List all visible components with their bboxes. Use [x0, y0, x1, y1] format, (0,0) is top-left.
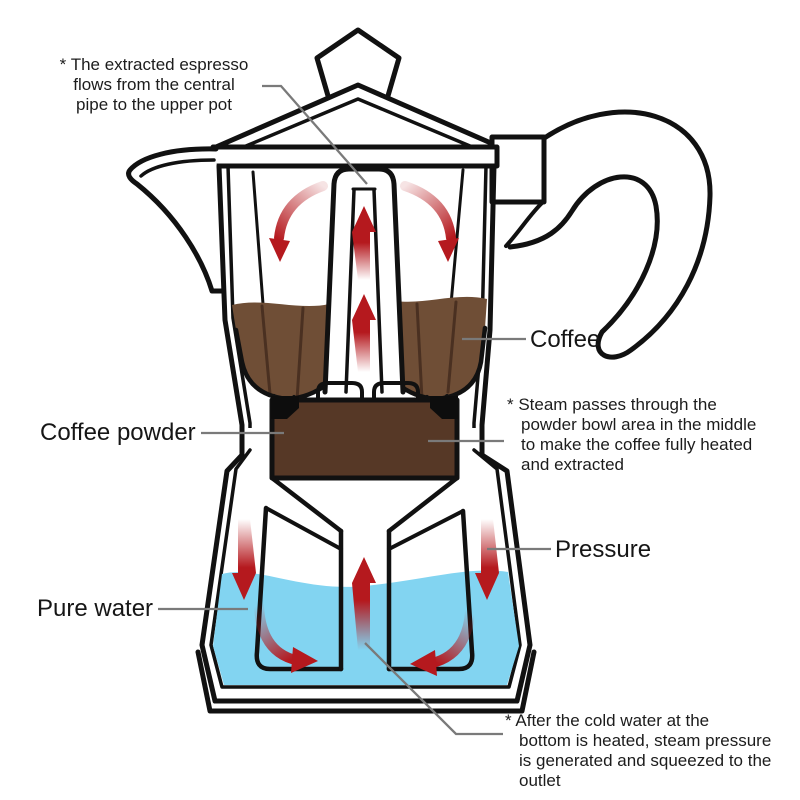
- leader-espresso: [262, 84, 368, 185]
- annotation-line: flows from the central: [73, 75, 235, 94]
- annotation-espresso-flow: * The extracted espresso flows from the …: [30, 55, 278, 115]
- label-coffee-powder: Coffee powder: [40, 419, 196, 446]
- basket-arch-left: [316, 381, 364, 403]
- upper-pot-rim: [210, 144, 500, 169]
- label-pressure: Pressure: [555, 536, 652, 563]
- annotation-line: and extracted: [521, 455, 625, 474]
- label-coffee: Coffee: [530, 326, 601, 353]
- spout-inner-line: [139, 158, 216, 178]
- coffee-spill-arrowhead-right: [438, 238, 459, 262]
- coffee-facet-line: [415, 302, 424, 401]
- water-swirl-arrow-right: [431, 607, 475, 667]
- coffee-spill-arrow-left: [274, 181, 328, 243]
- funnel-cone-left: [269, 475, 344, 534]
- coffee-fill-left: [232, 302, 329, 399]
- powder-basket: [269, 397, 460, 481]
- funnel-skirt-right: [386, 508, 475, 672]
- steam-rise-arrow: [352, 557, 376, 650]
- basket-tab-right: [430, 396, 458, 419]
- annotation-steam: * Steam passes through the powder bowl a…: [507, 395, 756, 475]
- basket-arch-right: [372, 381, 420, 403]
- coffee-spill-arrowhead-left: [269, 238, 290, 262]
- handle: [507, 109, 713, 360]
- pressure-down-arrow-left: [232, 519, 256, 600]
- water-swirl-arrow-left: [254, 601, 297, 664]
- pressure-down-arrow-right: [475, 519, 499, 600]
- annotation-line: is generated and squeezed to the: [519, 751, 772, 770]
- water-swirl-arrowhead-left: [291, 647, 318, 673]
- basket-tab-left: [271, 396, 299, 419]
- annotation-line: * Steam passes through the: [507, 395, 717, 414]
- label-pure-water: Pure water: [37, 595, 154, 622]
- annotation-line: pipe to the upper pot: [76, 95, 232, 114]
- annotation-line: powder bowl area in the middle: [521, 415, 757, 434]
- coffee-facet-line: [446, 300, 458, 394]
- central-pipe: [322, 166, 406, 395]
- coffee-spill-arrow-right: [400, 181, 456, 243]
- water-swirl-arrowhead-right: [410, 650, 437, 676]
- coffee-facet-line: [295, 306, 305, 402]
- lid-inner-line: [244, 97, 472, 148]
- annotation-line: outlet: [519, 771, 561, 790]
- leader-outlet: [364, 642, 503, 736]
- espresso-up-arrow: [352, 206, 376, 280]
- funnel-cone-right: [386, 475, 460, 534]
- handle-connector: [489, 134, 547, 205]
- annotation-line: bottom is heated, steam pressure: [519, 731, 772, 750]
- spout: [126, 146, 225, 294]
- central-pipe-inner-right: [372, 188, 384, 394]
- central-pipe-inner-left: [344, 188, 356, 394]
- lower-chamber-inner-wall: [209, 448, 522, 689]
- annotation-line: * The extracted espresso: [59, 55, 249, 74]
- pot-bottom-outline: [195, 649, 537, 714]
- espresso-up-arrow: [352, 294, 376, 372]
- funnel-cone-right-inner: [387, 509, 465, 551]
- funnel-cone-left-inner: [264, 506, 343, 551]
- funnel-skirt-left: [254, 505, 344, 672]
- annotation-line: * After the cold water at the: [505, 711, 710, 730]
- handle-joint-line: [504, 200, 545, 248]
- annotation-outlet: * After the cold water at the bottom is …: [505, 711, 771, 791]
- coffee-facet-line: [260, 304, 272, 396]
- annotation-line: to make the coffee fully heated: [521, 435, 753, 454]
